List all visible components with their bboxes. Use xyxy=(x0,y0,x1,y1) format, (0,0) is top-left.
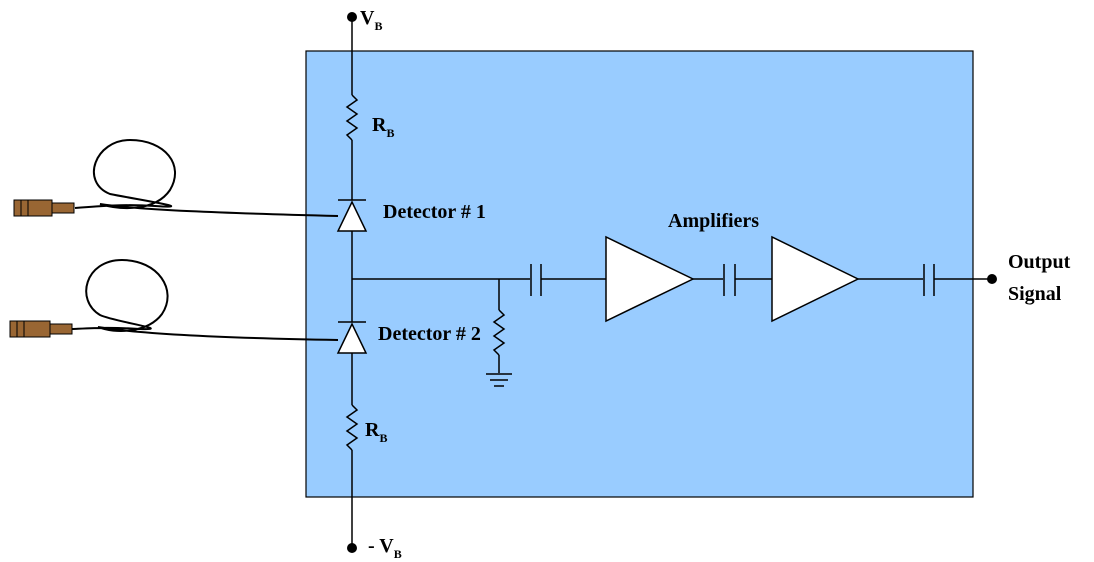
detector2-label: Detector # 2 xyxy=(378,323,481,345)
fiber-connector-2 xyxy=(9,320,73,338)
rb-bottom-resistor xyxy=(345,404,359,451)
detector1-label: Detector # 1 xyxy=(383,201,486,223)
capacitor-2 xyxy=(723,264,736,296)
amplifiers-label: Amplifiers xyxy=(668,210,759,232)
rb-top-resistor xyxy=(345,94,359,141)
output-terminal xyxy=(987,274,997,284)
amplifier-2 xyxy=(771,235,860,323)
fiber-1 xyxy=(74,138,339,217)
vb-top-label: VB xyxy=(360,7,382,33)
vb-bottom-label: - VB xyxy=(368,535,402,561)
capacitor-3 xyxy=(923,264,935,296)
fiber-connector-1 xyxy=(13,199,75,217)
vb-bottom-terminal xyxy=(347,543,357,553)
rb-top-label: RB xyxy=(372,114,394,140)
bias-resistor xyxy=(492,309,506,356)
amplifier-1 xyxy=(605,235,695,323)
ground-symbol xyxy=(486,373,512,387)
fiber-2 xyxy=(71,258,339,341)
capacitor-1 xyxy=(530,264,542,296)
output-label: Output Signal xyxy=(1008,251,1075,305)
rb-bottom-label: RB xyxy=(365,419,387,445)
